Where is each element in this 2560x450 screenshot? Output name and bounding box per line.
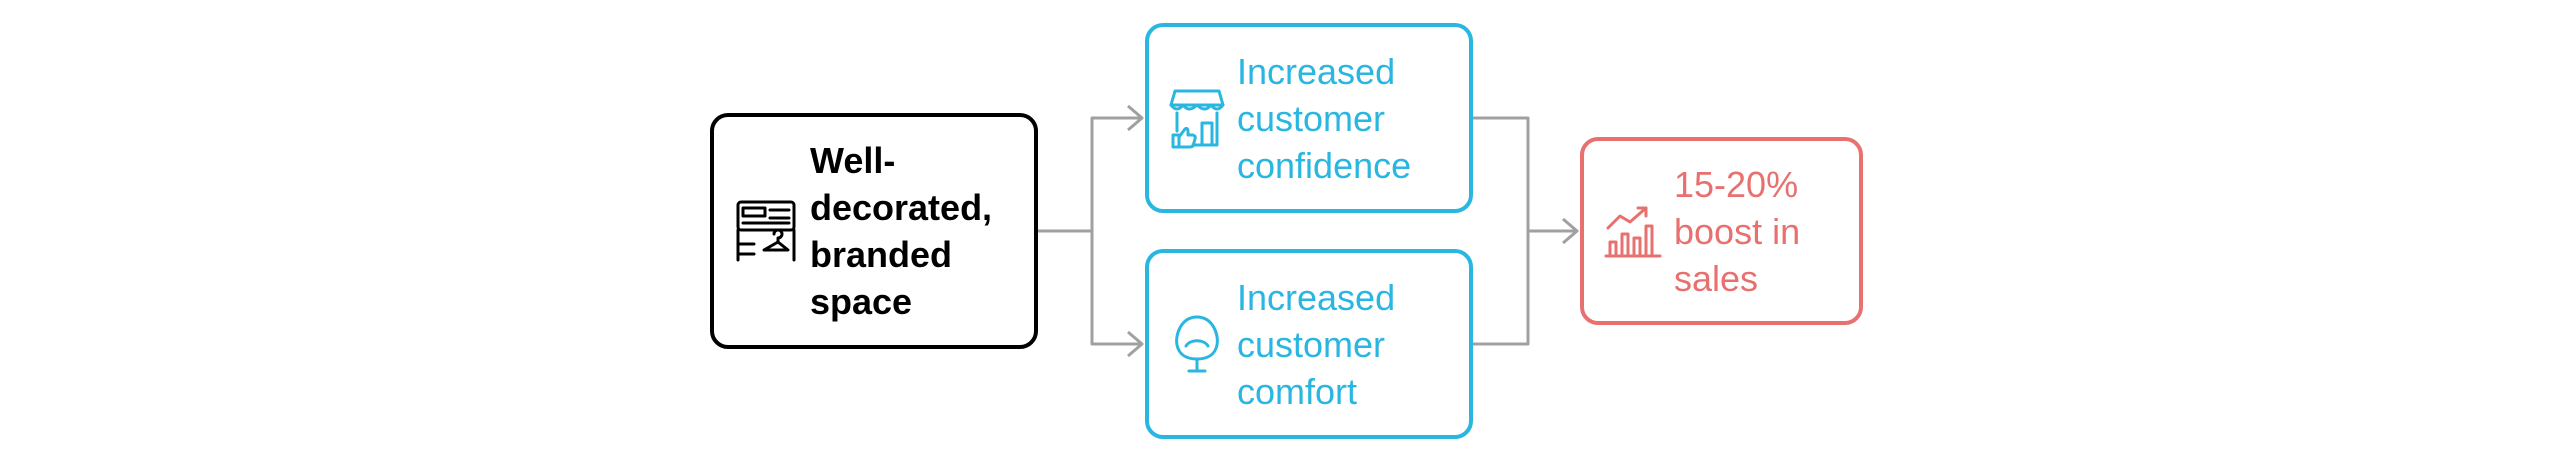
node-label: Increased customer comfort [1237, 276, 1396, 412]
node-sales-boost: 15-20% boost in sales [1580, 137, 1863, 325]
node-well-decorated-space: Well- decorated, branded space [710, 113, 1038, 349]
arrowhead [1127, 330, 1144, 358]
storefront-thumbs-up-icon [1169, 87, 1225, 149]
node-label: 15-20% boost in sales [1674, 163, 1801, 299]
edge-source-confidence [1038, 116, 1140, 233]
edge-source-comfort [1090, 231, 1140, 346]
edge-confidence-sales [1473, 116, 1530, 346]
arrowhead [1127, 104, 1144, 132]
node-customer-comfort: Increased customer comfort [1145, 249, 1473, 439]
node-customer-confidence: Increased customer confidence [1145, 23, 1473, 213]
arrowhead [1562, 217, 1579, 245]
store-shelf-icon [734, 198, 798, 264]
node-label: Well- decorated, branded space [810, 140, 993, 322]
egg-chair-icon [1169, 313, 1225, 375]
rising-bar-chart-icon [1604, 202, 1662, 260]
node-label: Increased customer confidence [1237, 50, 1412, 186]
